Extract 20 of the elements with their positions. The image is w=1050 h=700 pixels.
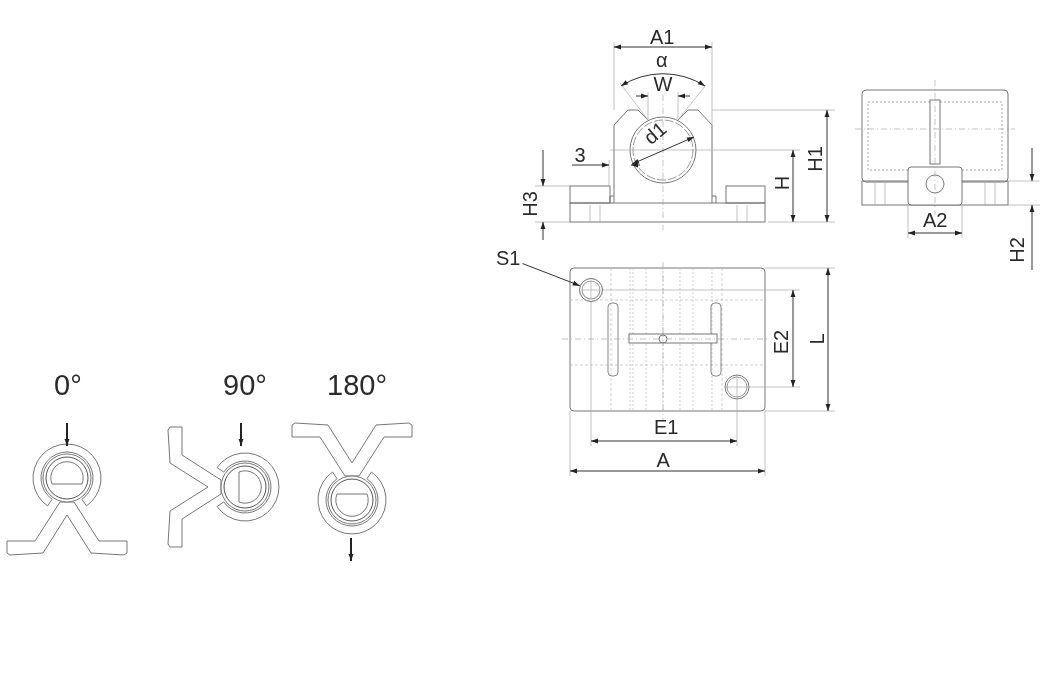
dimension-label: A1 [650, 27, 675, 47]
dimension-label: W [653, 74, 673, 94]
dimension-label: H2 [1006, 237, 1027, 263]
orientation-label: 0° [54, 370, 82, 400]
orientation-label: 90° [223, 370, 267, 400]
dimension-label: d1 [640, 118, 671, 148]
part-label: S1 [496, 248, 521, 268]
mounting-hole [579, 278, 603, 302]
dimension-label: H [772, 175, 793, 191]
angle-label: α [656, 50, 668, 70]
leader-line [521, 263, 581, 287]
dimension-label: E1 [654, 417, 679, 437]
dimension-label: L [806, 333, 827, 345]
orientation-label: 180° [327, 370, 387, 400]
dimension-label: H3 [519, 191, 540, 217]
dimension-label: A2 [923, 210, 948, 230]
dimension-label: A [656, 450, 670, 470]
dimension-label: 3 [574, 145, 586, 165]
dimension-label: H1 [804, 146, 825, 172]
dimension-label: E2 [771, 329, 792, 355]
